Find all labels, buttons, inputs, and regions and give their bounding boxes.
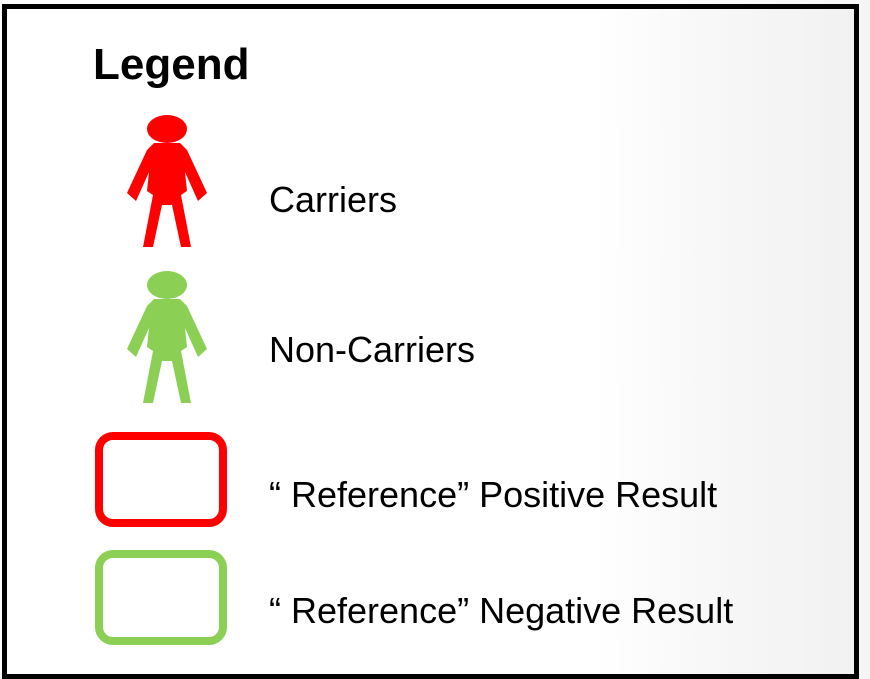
carrier-person-icon xyxy=(121,115,213,247)
carrier-head xyxy=(147,115,187,143)
carriers-label: Carriers xyxy=(269,179,398,220)
positive-result-box xyxy=(95,432,227,527)
legend-title: Legend xyxy=(93,40,250,89)
carrier-body xyxy=(127,143,207,247)
carrier-person-shape xyxy=(127,115,207,247)
noncarrier-body xyxy=(127,299,207,403)
noncarrier-person-shape xyxy=(127,271,207,403)
noncarrier-head xyxy=(147,271,187,299)
negative-result-box xyxy=(95,550,227,645)
positive-result-label: “ Reference” Positive Result xyxy=(269,474,718,515)
noncarrier-person-icon xyxy=(121,271,213,403)
noncarriers-label: Non-Carriers xyxy=(269,329,476,370)
legend-box: Legend Carriers Non-Carriers “ Reference… xyxy=(2,4,859,679)
negative-result-label: “ Reference” Negative Result xyxy=(269,590,734,631)
